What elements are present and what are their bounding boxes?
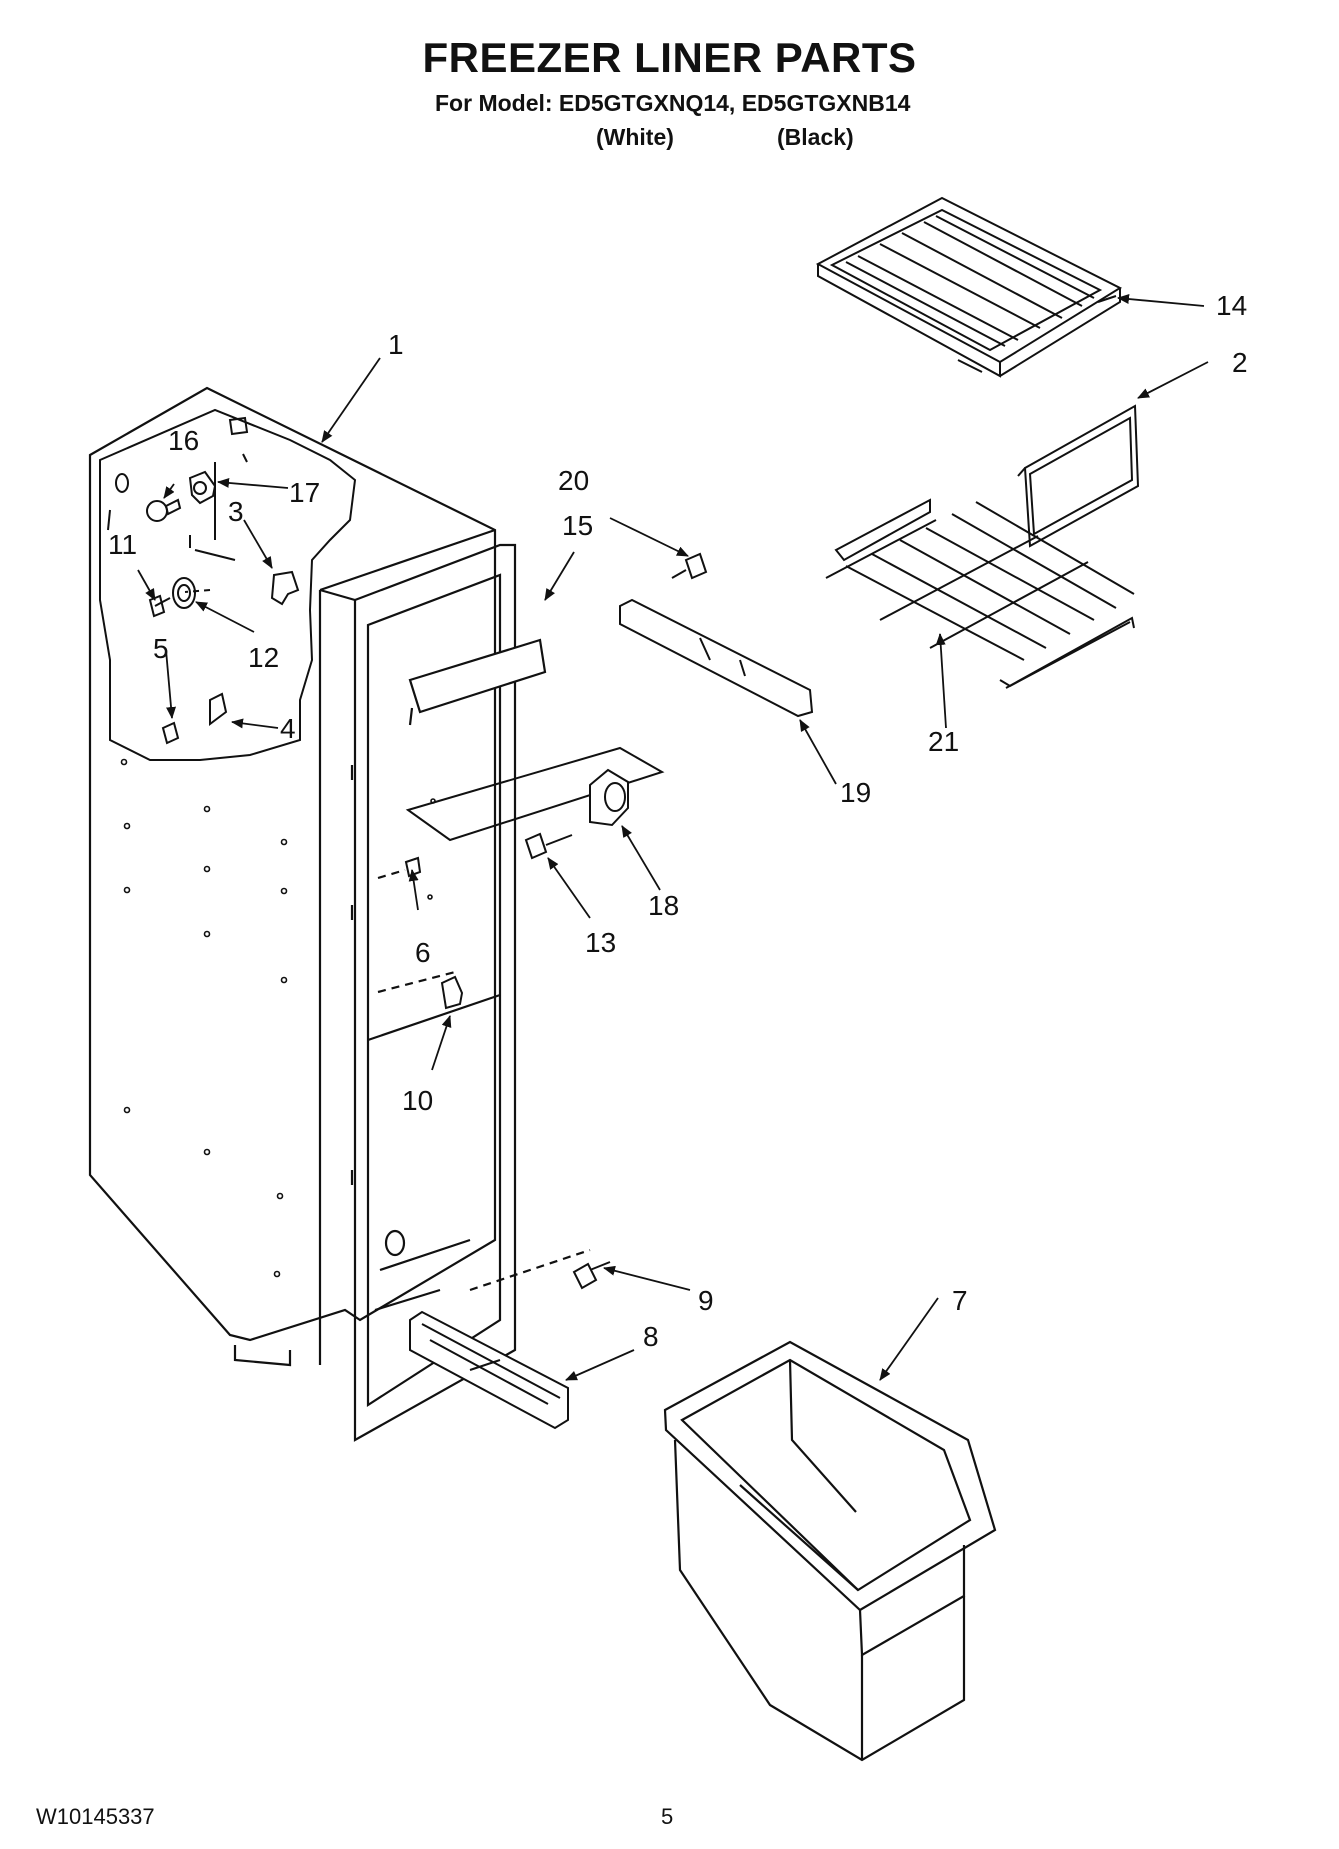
model-numbers: For Model: ED5GTGXNQ14, ED5GTGXNB14 [435,90,911,116]
plug-6 [404,856,422,878]
callout-9: 9 [698,1285,714,1316]
storage-bin-7 [663,1340,997,1762]
callout-13: 13 [585,927,616,958]
callout-19: 19 [840,777,871,808]
light-shield-bracket [270,570,300,606]
callout-8: 8 [643,1321,659,1352]
glass-shelf-14 [815,196,1123,378]
lamp-socket [188,470,217,505]
callout-12: 12 [248,642,279,673]
screw-5 [161,721,180,745]
callout-10: 10 [402,1085,433,1116]
document-number: W10145337 [36,1804,155,1829]
callout-5: 5 [153,633,169,664]
callout-3: 3 [228,496,244,527]
callout-16: 16 [168,425,199,456]
screw-20 [671,552,708,580]
screw-11 [148,594,166,618]
callout-21: 21 [928,726,959,757]
shelf-trim-2 [1017,404,1140,548]
callout-14: 14 [1216,290,1247,321]
variant-white: (White) [596,124,674,150]
switch-10 [440,975,464,1010]
clip-4 [209,692,228,726]
screw-13 [524,832,573,860]
callout-4: 4 [280,713,296,744]
light-bulb [146,498,182,522]
callout-1: 1 [388,329,404,360]
shelf-rail-19 [619,598,814,718]
callout-18: 18 [648,890,679,921]
bottom-rail-8 [409,1310,569,1430]
fan-housing [405,746,665,842]
callout-20: 20 [558,465,589,496]
callout-15: 15 [562,510,593,541]
callout-leaders [137,294,1209,1381]
callout-2: 2 [1232,347,1248,378]
callout-labels: 1 2 3 4 5 6 7 8 9 10 11 12 13 14 15 16 1… [108,290,1248,1352]
screw-9 [572,1261,611,1290]
page-number: 5 [661,1804,674,1829]
page-title: FREEZER LINER PARTS [422,34,917,81]
wire-shelf-21 [825,498,1135,689]
callout-6: 6 [415,937,431,968]
callout-17: 17 [289,477,320,508]
callout-7: 7 [952,1285,968,1316]
callout-11: 11 [108,529,137,560]
variant-black: (Black) [777,124,854,150]
